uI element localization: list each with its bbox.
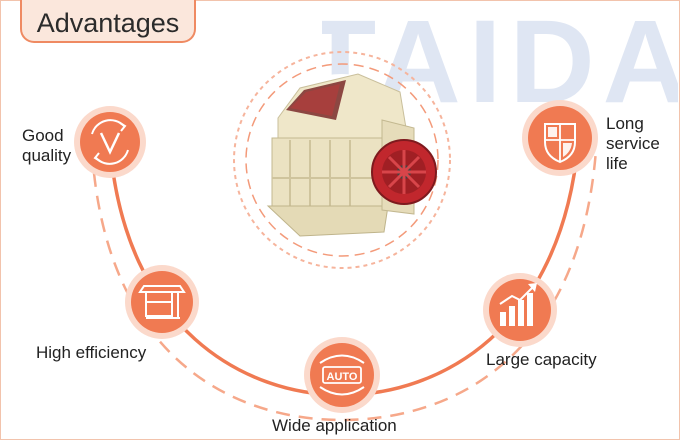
wide-application-node: AUTO xyxy=(304,337,380,413)
feature-label-wide-application: Wide application xyxy=(272,416,397,435)
page-title: Advantages xyxy=(36,8,180,38)
large-capacity-node xyxy=(483,273,557,347)
v-quality-icon xyxy=(91,119,129,165)
impact-crusher-image xyxy=(266,73,437,237)
product-image xyxy=(233,51,451,269)
bar-chart-growth-icon xyxy=(499,283,537,326)
machine-icon xyxy=(138,285,186,319)
high-efficiency-node xyxy=(125,265,199,339)
feature-label-high-efficiency: High efficiency xyxy=(36,343,147,362)
shield-icon xyxy=(544,123,576,164)
auto-badge-text: AUTO xyxy=(327,371,358,383)
auto-badge-icon: AUTO xyxy=(319,354,365,396)
feature-label-large-capacity: Large capacity xyxy=(486,350,597,369)
feature-label-long-service-life: Long service life xyxy=(606,114,660,173)
long-service-life-node xyxy=(522,100,598,176)
feature-label-good-quality: Good quality xyxy=(22,126,72,165)
good-quality-node xyxy=(74,106,146,178)
title-tab: Advantages xyxy=(20,0,196,43)
